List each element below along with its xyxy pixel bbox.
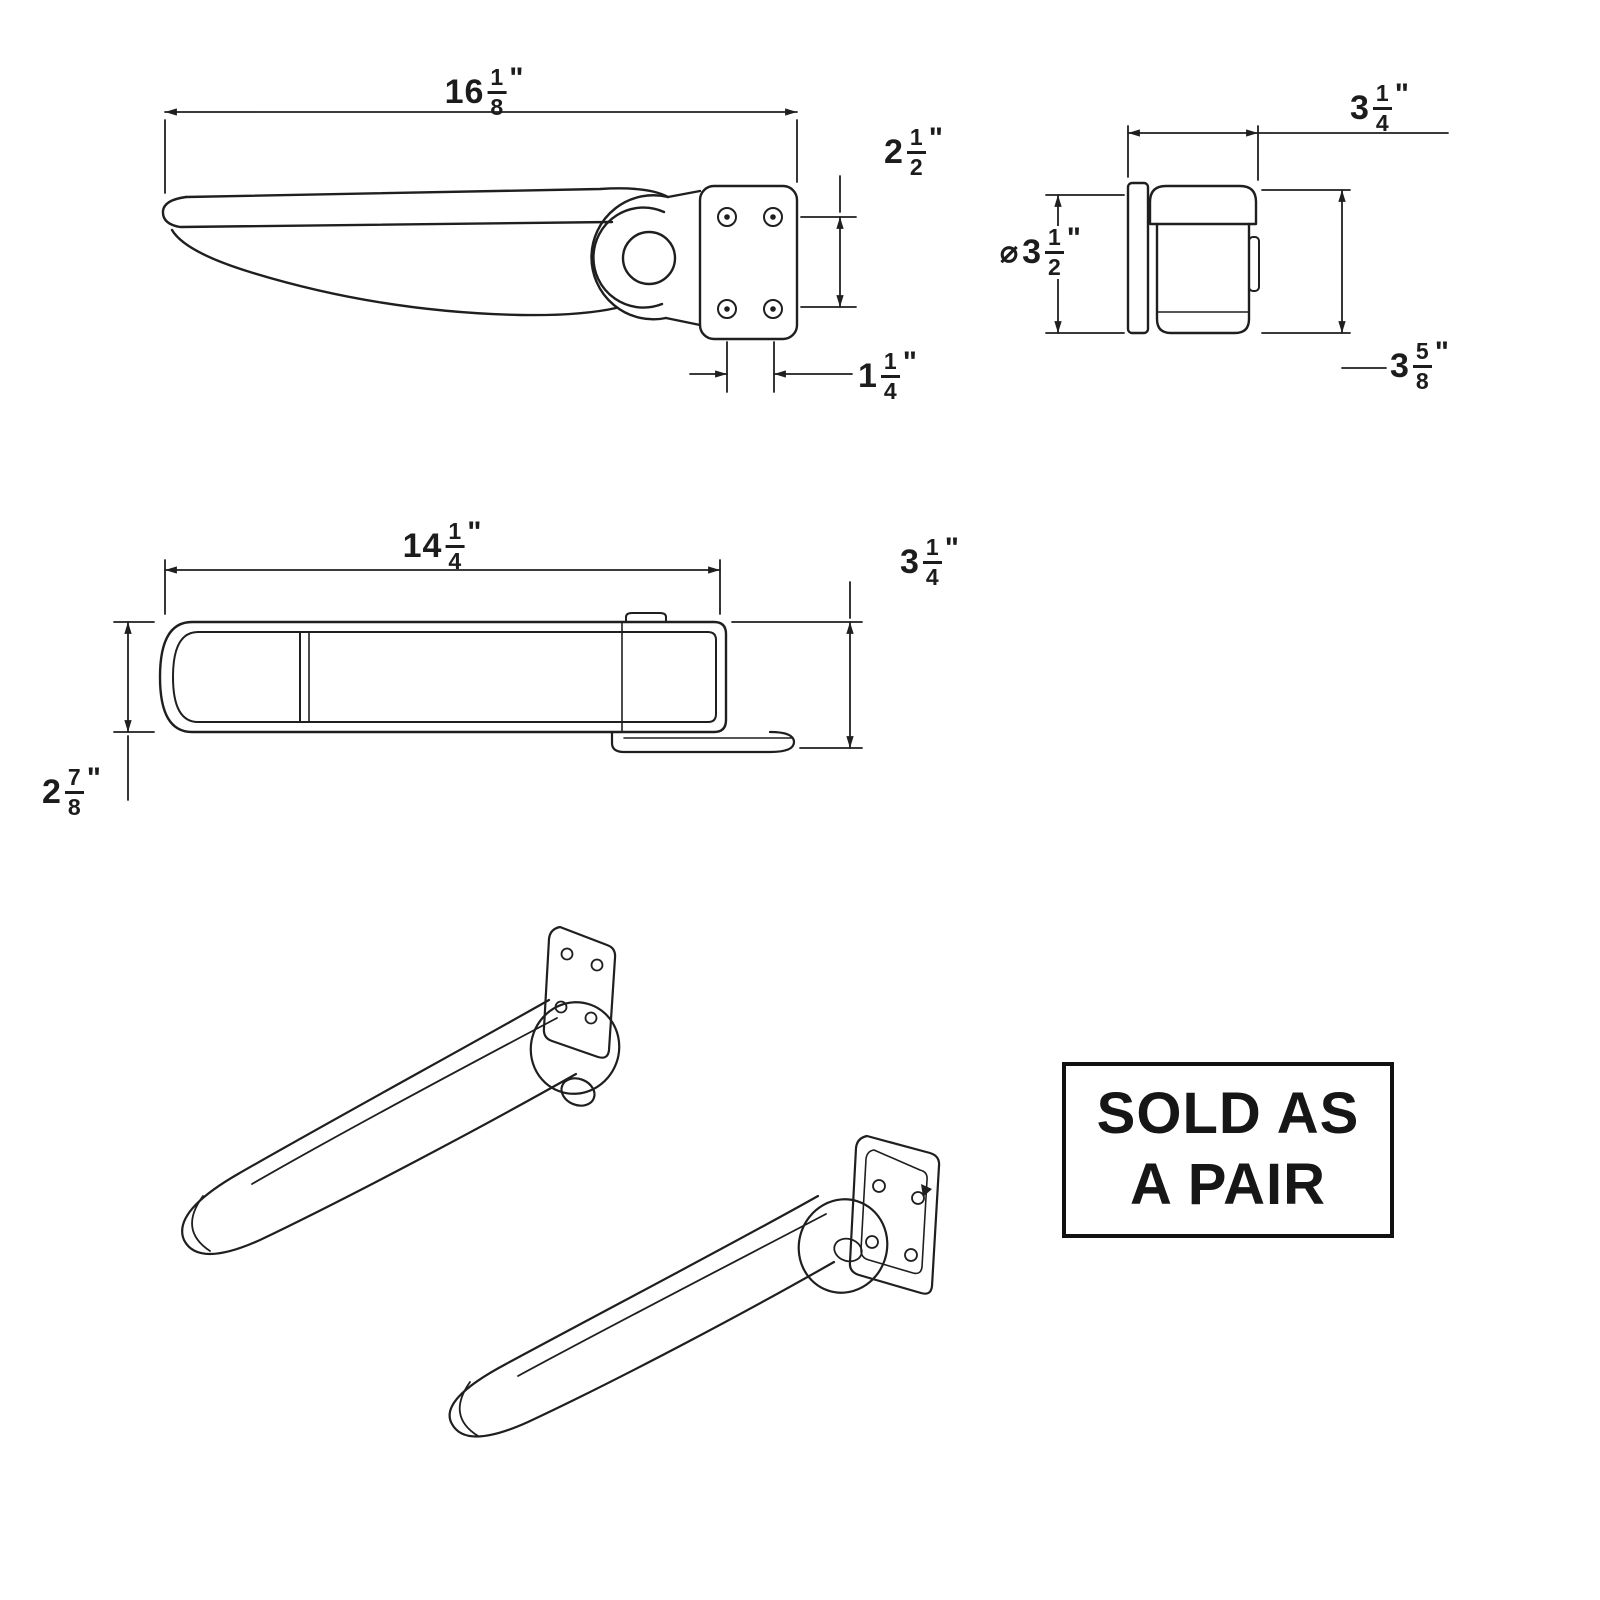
dim-unit: " — [467, 516, 482, 549]
part-end-profile — [1126, 181, 1260, 335]
sold-as-pair-line1: SOLD AS — [1096, 1081, 1360, 1147]
dim-denominator: 2 — [1047, 254, 1061, 280]
dim-numerator: 1 — [1372, 82, 1392, 110]
dim-numerator: 5 — [1412, 340, 1432, 368]
dimension-lines-side — [164, 108, 857, 393]
part-plan — [158, 612, 796, 754]
dim-denominator: 8 — [490, 94, 504, 120]
dim-whole: 3 — [900, 543, 920, 581]
dim-denominator: 8 — [67, 794, 81, 820]
dim-whole: 1 — [858, 357, 878, 395]
dim-whole: 16 — [444, 73, 485, 111]
view-plan — [113, 559, 863, 801]
dim-unit: " — [902, 346, 917, 379]
dim-denominator: 2 — [909, 154, 923, 180]
dim-whole: 3 — [1022, 233, 1042, 271]
dim-numerator: 1 — [922, 536, 942, 564]
dim-numerator: 1 — [906, 126, 926, 154]
view-isometric — [181, 925, 941, 1438]
dim-unit: " — [86, 762, 101, 795]
view-end-elevation — [1045, 125, 1449, 369]
dimension-lines-plan — [113, 559, 863, 801]
dim-unit: " — [1434, 336, 1449, 369]
dim-unit: " — [509, 62, 524, 95]
dim-unit: " — [1066, 222, 1082, 255]
dim-whole: 3 — [1350, 89, 1370, 127]
dim-unit: " — [928, 122, 943, 155]
dim-denominator: 4 — [883, 378, 897, 404]
dim-denominator: 4 — [1375, 110, 1389, 136]
sold-as-pair-note: SOLD AS A PAIR — [1062, 1062, 1394, 1238]
armrest-left-iso — [181, 925, 621, 1256]
dim-whole: 14 — [402, 527, 443, 565]
view-side-elevation — [161, 108, 857, 393]
dim-numerator: 1 — [445, 520, 465, 548]
dim-whole: 2 — [884, 133, 904, 171]
sold-as-pair-line2: A PAIR — [1129, 1152, 1327, 1217]
dim-numerator: 1 — [1044, 226, 1064, 254]
dim-whole: 3 — [1390, 347, 1410, 385]
dimension-lines-end — [1045, 125, 1449, 369]
dim-denominator: 4 — [925, 564, 939, 590]
dim-unit: " — [944, 532, 959, 565]
armrest-right-iso — [448, 1134, 941, 1438]
dim-denominator: 8 — [1415, 368, 1429, 394]
dim-denominator: 4 — [448, 548, 462, 574]
dim-numerator: 1 — [487, 66, 507, 94]
diameter-symbol-icon: ⌀ — [1000, 236, 1019, 269]
dim-numerator: 1 — [880, 350, 900, 378]
screw-holes-side — [717, 207, 783, 319]
part-side-profile — [161, 184, 799, 341]
dim-unit: " — [1394, 78, 1409, 111]
dim-numerator: 7 — [64, 766, 84, 794]
dim-whole: 2 — [42, 773, 62, 811]
